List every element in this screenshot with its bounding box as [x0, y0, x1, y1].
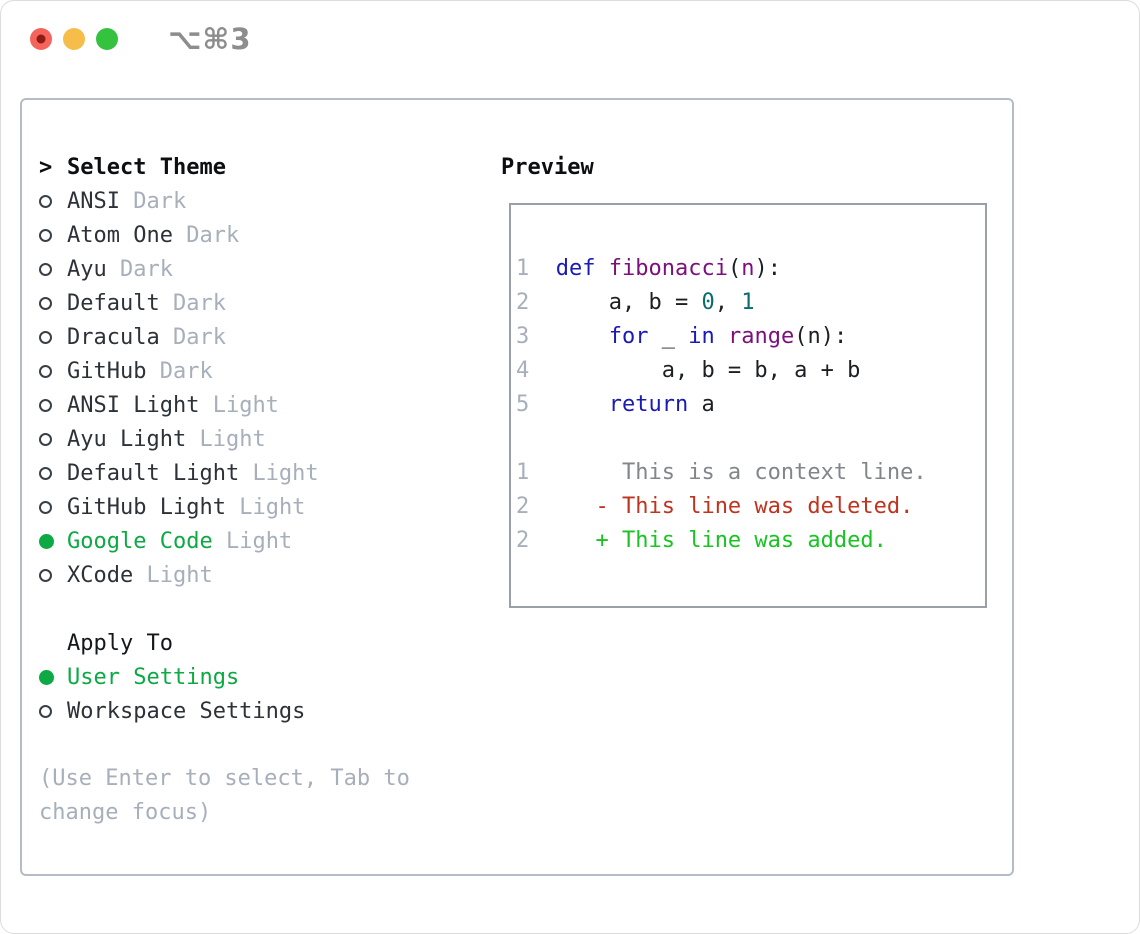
window-title: ⌥⌘3 [168, 22, 252, 56]
option-label: XCode Light [67, 562, 213, 588]
traffic-lights [30, 28, 118, 50]
theme-list-header: > Select Theme [39, 150, 319, 184]
radio-selected-icon [39, 669, 67, 685]
line-number: 2 [516, 528, 530, 553]
theme-option[interactable]: GitHub Light Light [39, 490, 319, 524]
theme-option[interactable]: Default Dark [39, 286, 319, 320]
theme-option[interactable]: Default Light Light [39, 456, 319, 490]
line-number: 2 [516, 494, 530, 519]
theme-option[interactable]: Dracula Dark [39, 320, 319, 354]
line-number: 5 [516, 392, 530, 417]
apply-to-title: Apply To [67, 630, 173, 656]
option-label: Google Code Light [67, 528, 293, 554]
radio-unselected-icon [39, 330, 67, 344]
theme-option[interactable]: XCode Light [39, 558, 319, 592]
code-line: 4 a, b = b, a + b [516, 358, 861, 383]
code-line: 5 return a [516, 392, 715, 417]
option-label: Atom One Dark [67, 222, 240, 248]
theme-list-title: Select Theme [67, 154, 226, 180]
option-label: Default Dark [67, 290, 226, 316]
theme-option[interactable]: Ayu Dark [39, 252, 319, 286]
theme-option[interactable]: Google Code Light [39, 524, 319, 558]
option-label: GitHub Light Light [67, 494, 306, 520]
diff-line-context: 1 This is a context line. [516, 460, 927, 485]
radio-unselected-icon [39, 568, 67, 582]
apply-to-option[interactable]: User Settings [39, 660, 305, 694]
line-number: 2 [516, 290, 530, 315]
option-label: Ayu Dark [67, 256, 173, 282]
preview-title: Preview [501, 154, 594, 180]
radio-unselected-icon [39, 296, 67, 310]
option-label: Dracula Dark [67, 324, 226, 350]
radio-unselected-icon [39, 364, 67, 378]
code-line: 3 for _ in range(n): [516, 324, 848, 349]
option-label: Default Light Light [67, 460, 319, 486]
line-number: 4 [516, 358, 530, 383]
option-label: Workspace Settings [67, 698, 306, 724]
help-text-line: (Use Enter to select, Tab to [39, 766, 410, 791]
option-label: ANSI Light Light [67, 392, 279, 418]
option-label: GitHub Dark [67, 358, 213, 384]
theme-option[interactable]: Atom One Dark [39, 218, 319, 252]
radio-unselected-icon [39, 398, 67, 412]
theme-option[interactable]: ANSI Dark [39, 184, 319, 218]
cursor-chevron-icon: > [39, 154, 53, 180]
minimize-button[interactable] [63, 28, 85, 50]
line-number: 1 [516, 256, 530, 281]
radio-unselected-icon [39, 466, 67, 480]
help-text-line: change focus) [39, 800, 212, 825]
radio-unselected-icon [39, 194, 67, 208]
line-number: 1 [516, 460, 530, 485]
radio-unselected-icon [39, 704, 67, 718]
code-preview: 1 def fibonacci(n): 2 a, b = 0, 1 3 for _ … [511, 205, 985, 558]
code-line: 1 def fibonacci(n): [516, 256, 781, 281]
radio-unselected-icon [39, 262, 67, 276]
radio-unselected-icon [39, 228, 67, 242]
zoom-button[interactable] [96, 28, 118, 50]
help-text: (Use Enter to select, Tab to change focus… [39, 762, 410, 830]
code-line: 2 a, b = 0, 1 [516, 290, 755, 315]
diff-line-added: 2 + This line was added. [516, 528, 887, 553]
theme-option[interactable]: Ayu Light Light [39, 422, 319, 456]
radio-unselected-icon [39, 432, 67, 446]
option-label: Ayu Light Light [67, 426, 266, 452]
option-label: User Settings [67, 664, 240, 690]
diff-line-deleted: 2 - This line was deleted. [516, 494, 914, 519]
radio-unselected-icon [39, 500, 67, 514]
theme-option[interactable]: GitHub Dark [39, 354, 319, 388]
preview-pane: 1 def fibonacci(n): 2 a, b = 0, 1 3 for _ … [509, 203, 987, 608]
line-number: 3 [516, 324, 530, 349]
option-label: ANSI Dark [67, 188, 187, 214]
radio-selected-icon [39, 533, 67, 549]
theme-option[interactable]: ANSI Light Light [39, 388, 319, 422]
titlebar: ⌥⌘3 [1, 1, 1139, 71]
close-button[interactable] [30, 28, 52, 50]
blank-line [516, 422, 985, 456]
apply-to-option[interactable]: Workspace Settings [39, 694, 305, 728]
